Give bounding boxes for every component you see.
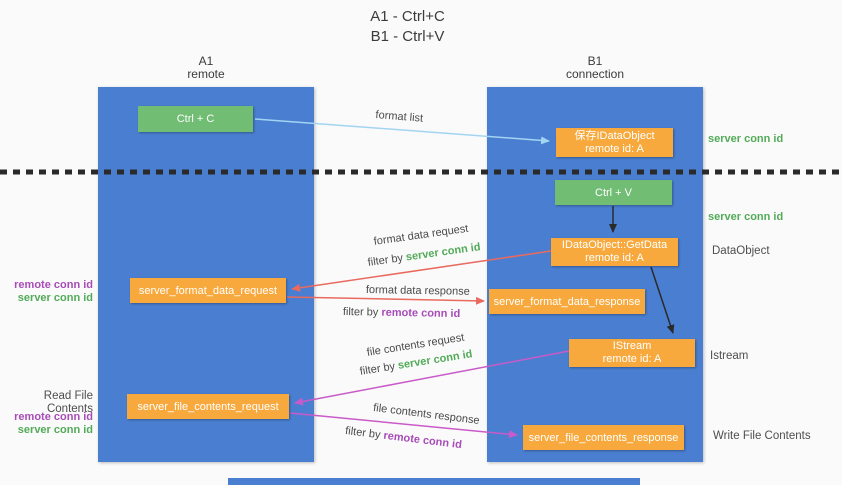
label-istream: Istream (710, 350, 749, 362)
node-server-file-contents-request: server_file_contents_request (127, 394, 289, 419)
left-conn-id-group-1: remote conn id server conn id (0, 279, 93, 305)
filter-prefix: filter by (344, 425, 385, 442)
column-b1-id: B1 (587, 54, 603, 68)
column-a1-role: remote (187, 67, 225, 81)
node-server-file-contents-response: server_file_contents_response (523, 425, 684, 450)
filter-prefix: filter by (342, 306, 382, 319)
filter-prefix: filter by (367, 251, 407, 269)
label-server-conn-id-left-2: server conn id (17, 424, 93, 436)
label-remote-conn-id-left-2: remote conn id (14, 411, 93, 423)
node-idataobject-getdata: IDataObject::GetData remote id: A (551, 238, 678, 266)
node-istream-line2: remote id: A (602, 353, 662, 365)
column-b1-role: connection (565, 67, 625, 81)
label-server-conn-id-left-1: server conn id (17, 292, 93, 304)
left-conn-id-group-2: remote conn id server conn id (0, 411, 93, 437)
label-read-file-contents: Read File Contents (43, 390, 93, 415)
filter-key-server-conn-id: server conn id (405, 241, 482, 264)
node-ctrl-c: Ctrl + C (138, 106, 253, 132)
node-ctrl-v-label: Ctrl + V (595, 186, 632, 199)
title-line-1: A1 - Ctrl+C (370, 8, 445, 25)
node-ctrl-c-label: Ctrl + C (176, 113, 215, 125)
label-server-conn-id-right-1: server conn id (708, 133, 784, 145)
column-header-a1: A1 remote (98, 55, 314, 81)
label-filter-file-contents-response: filter by remote conn id (345, 425, 463, 451)
node-getdata-line2: remote id: A (585, 252, 644, 264)
arrow-format-data-response (286, 296, 485, 305)
label-format-data-response: format data response (365, 284, 470, 298)
filter-prefix: filter by (359, 359, 399, 378)
filter-key-remote-conn-id: remote conn id (382, 429, 463, 452)
column-header-b1: B1 connection (487, 55, 703, 81)
label-server-conn-id-right-2: server conn id (708, 211, 784, 223)
node-server-format-data-request: server_format_data_request (130, 278, 286, 303)
node-save-idataobject-line1: 保存IDataObject (574, 129, 655, 142)
node-istream-line1: IStream (612, 340, 652, 352)
filter-key-remote-conn-id: remote conn id (381, 306, 461, 321)
diagram-title: A1 - Ctrl+C B1 - Ctrl+V (0, 7, 815, 47)
label-remote-conn-id-left-1: remote conn id (14, 279, 93, 291)
label-filter-format-data-response: filter by remote conn id (343, 306, 461, 320)
node-save-idataobject-line2: remote id: A (585, 142, 644, 155)
label-file-contents-response: file contents response (372, 402, 481, 427)
label-format-list: format list (375, 109, 424, 125)
node-file-response-label: server_file_contents_response (528, 431, 679, 444)
node-file-request-label: server_file_contents_request (137, 400, 279, 413)
label-dataobject: DataObject (712, 245, 770, 257)
title-line-2: B1 - Ctrl+V (370, 28, 445, 45)
bottom-partial-bar (228, 478, 640, 485)
node-istream: IStream remote id: A (569, 339, 695, 367)
node-format-response-label: server_format_data_response (493, 295, 641, 308)
node-server-format-data-response: server_format_data_response (489, 289, 645, 314)
label-write-file-contents: Write File Contents (713, 430, 811, 442)
node-format-request-label: server_format_data_request (138, 284, 278, 297)
column-a1-id: A1 (198, 54, 214, 68)
node-getdata-line1: IDataObject::GetData (561, 239, 668, 251)
node-save-idataobject: 保存IDataObject remote id: A (556, 128, 673, 157)
node-ctrl-v: Ctrl + V (555, 180, 672, 205)
